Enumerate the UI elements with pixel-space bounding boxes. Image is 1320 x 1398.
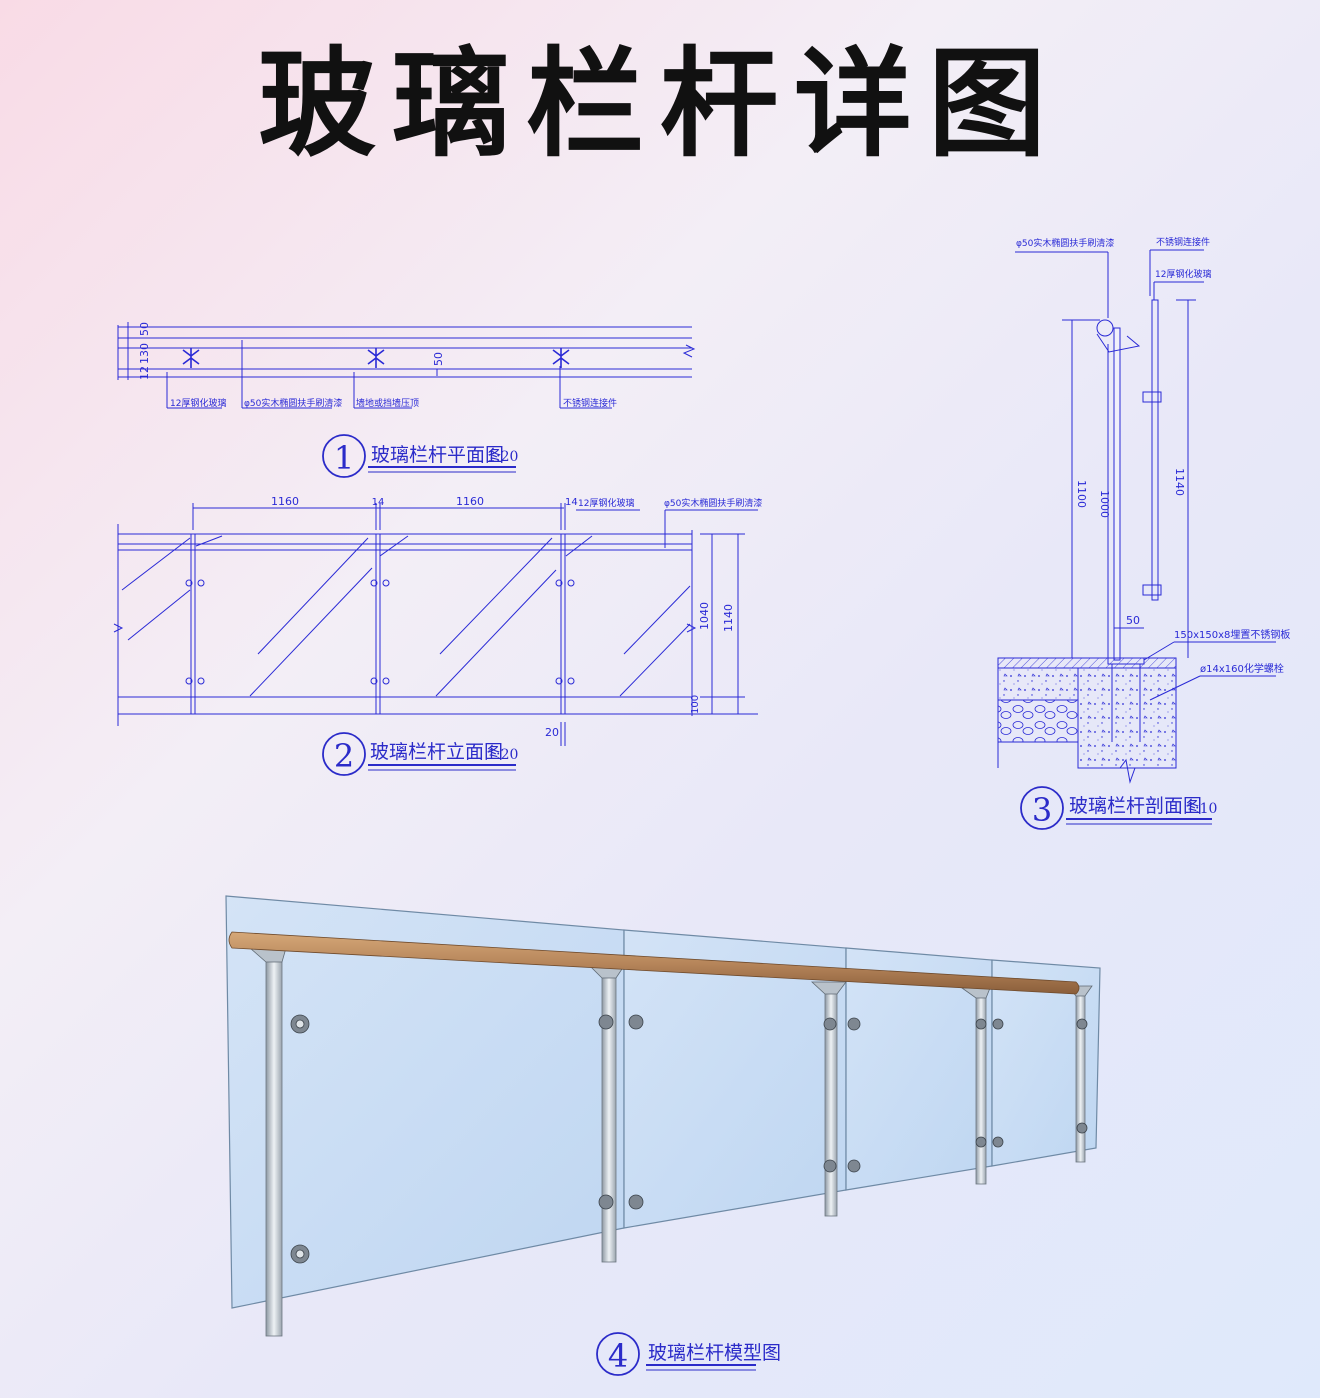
- wooden-handrail: [228, 931, 1080, 995]
- elevation-caption-scale: 1:20: [487, 747, 518, 763]
- elevation-drawing: [113, 503, 758, 746]
- model-caption-number: 4: [608, 1337, 628, 1375]
- model-caption: 4 玻璃栏杆模型图: [596, 1332, 781, 1376]
- section-caption-scale: 1:10: [1186, 801, 1217, 817]
- section-dim-50: 50: [1126, 614, 1140, 627]
- section-caption: 3 玻璃栏杆剖面图 1:10: [1020, 786, 1217, 830]
- steel-post: [265, 957, 283, 1337]
- plan-dim-50-left: 50: [138, 322, 151, 336]
- section-label-glass: 12厚钢化玻璃: [1155, 268, 1211, 280]
- elevation-dim-span2: 1160: [456, 495, 484, 508]
- elevation-label-glass: 12厚钢化玻璃: [578, 497, 634, 509]
- plan-label-connector: 不锈钢连接件: [563, 397, 617, 409]
- section-caption-number: 3: [1032, 791, 1052, 829]
- plan-label-wall: 墙地或挡墙压顶: [356, 397, 419, 409]
- plan-dim-130: 130: [138, 343, 151, 364]
- elevation-dim-base: 100: [690, 695, 701, 714]
- elevation-dim-gap: 14: [372, 497, 385, 508]
- elevation-dim-gap2: 14: [565, 497, 578, 508]
- elevation-caption: 2 玻璃栏杆立面图 1:20: [322, 732, 518, 776]
- plan-caption: 1 玻璃栏杆平面图 1:20: [322, 434, 518, 478]
- section-dim-1140: 1140: [1173, 468, 1186, 496]
- elevation-dim-h1140: 1140: [722, 604, 735, 632]
- section-drawing: [997, 249, 1276, 784]
- elevation-caption-text: 玻璃栏杆立面图: [370, 741, 503, 763]
- plan-label-glass: 12厚钢化玻璃: [170, 397, 226, 409]
- elevation-caption-number: 2: [334, 737, 354, 775]
- steel-post: [601, 969, 617, 1263]
- elevation-dim-bottom: 20: [545, 726, 559, 739]
- plan-dim-50-mid: 50: [432, 352, 445, 366]
- elevation-label-handrail: φ50实木椭圆扶手刷清漆: [664, 497, 762, 509]
- page-title: 玻璃栏杆详图: [257, 35, 1062, 173]
- glass-panel: [991, 959, 1101, 1167]
- model-drawing: [225, 895, 1101, 1337]
- section-label-handrail: φ50实木椭圆扶手刷清漆: [1016, 237, 1114, 249]
- section-label-plate: 150x150x8埋置不锈钢板: [1174, 628, 1290, 641]
- section-caption-text: 玻璃栏杆剖面图: [1069, 795, 1202, 817]
- section-label-connector: 不锈钢连接件: [1156, 236, 1210, 248]
- plan-caption-scale: 1:20: [487, 449, 518, 465]
- plan-drawing: [117, 322, 696, 409]
- elevation-dim-h1040: 1040: [698, 602, 711, 630]
- plan-caption-number: 1: [334, 439, 354, 477]
- plan-label-handrail: φ50实木椭圆扶手刷清漆: [244, 397, 342, 409]
- section-dim-1100: 1100: [1075, 480, 1088, 508]
- section-label-bolt: ø14x160化学螺栓: [1200, 662, 1284, 675]
- plan-dim-12: 12: [138, 366, 151, 380]
- plan-caption-text: 玻璃栏杆平面图: [371, 444, 504, 466]
- elevation-dim-span1: 1160: [271, 495, 299, 508]
- section-dim-1000: 1000: [1098, 490, 1111, 518]
- model-caption-text: 玻璃栏杆模型图: [648, 1342, 781, 1364]
